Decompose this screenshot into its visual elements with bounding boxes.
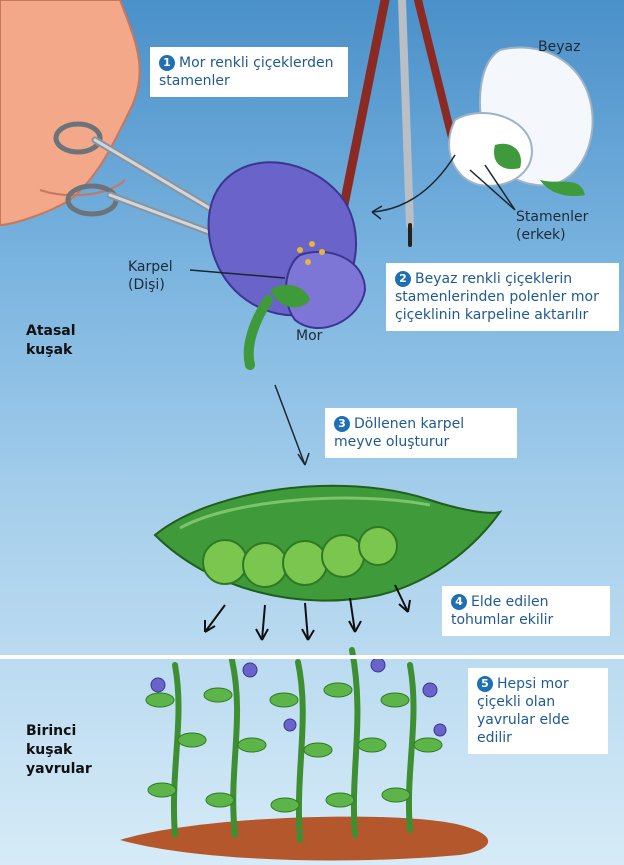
- label-mor: Mor: [296, 327, 322, 345]
- pea-plants: [146, 650, 446, 840]
- step-3-text: Döllenen karpel meyve oluşturur: [334, 416, 464, 450]
- generation-birinci: Birinci kuşak yavrular: [26, 722, 92, 779]
- generation-divider: [0, 655, 624, 659]
- step-3-number: 3: [334, 416, 350, 432]
- generation-atasal: Atasal kuşak: [26, 322, 76, 360]
- step-4-number: 4: [451, 594, 467, 610]
- white-flower: [449, 47, 593, 196]
- label-beyaz: Beyaz: [538, 38, 580, 56]
- step-1-number: 1: [159, 55, 175, 71]
- step-2-text: Beyaz renkli çiçeklerin stamenlerinden p…: [395, 271, 599, 323]
- label-karpel: Karpel (Dişi): [128, 258, 173, 294]
- purple-flower: [209, 162, 365, 365]
- label-stamenler: Stamenler (erkek): [516, 208, 588, 244]
- step-5-number: 5: [477, 676, 493, 692]
- pea-pod: [155, 486, 500, 601]
- step-1-text: Mor renkli çiçeklerden stamenler: [159, 55, 334, 89]
- step-2-number: 2: [395, 271, 411, 287]
